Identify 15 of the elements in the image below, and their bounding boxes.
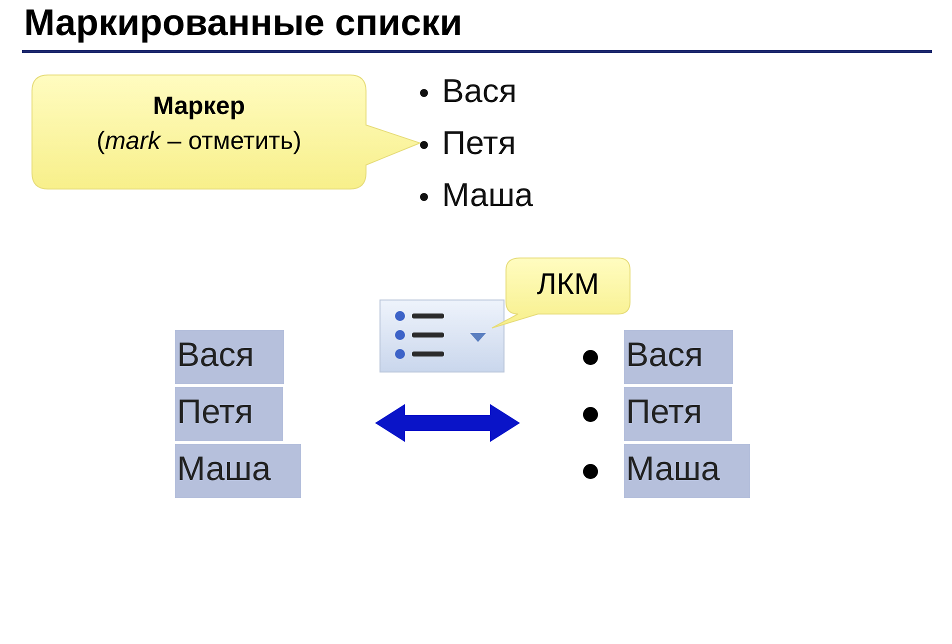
callout-text: ЛКМ <box>536 268 600 302</box>
double-arrow <box>375 404 520 442</box>
callout-heading: Маркер <box>152 92 246 121</box>
callout-bubble <box>490 256 632 330</box>
list-item: Петя <box>442 124 516 161</box>
list-item: Маша <box>442 176 534 213</box>
highlighted-text: Маша <box>175 444 301 498</box>
highlighted-text: Вася <box>624 330 733 384</box>
highlighted-text: Маша <box>624 444 750 498</box>
highlighted-text: Вася <box>175 330 284 384</box>
title: Маркированные списки <box>24 2 462 44</box>
highlighted-text: Петя <box>175 387 284 441</box>
list-item: Вася <box>442 72 517 109</box>
callout-text: (mark – отметить) <box>96 127 302 156</box>
highlighted-text: Петя <box>624 387 732 441</box>
